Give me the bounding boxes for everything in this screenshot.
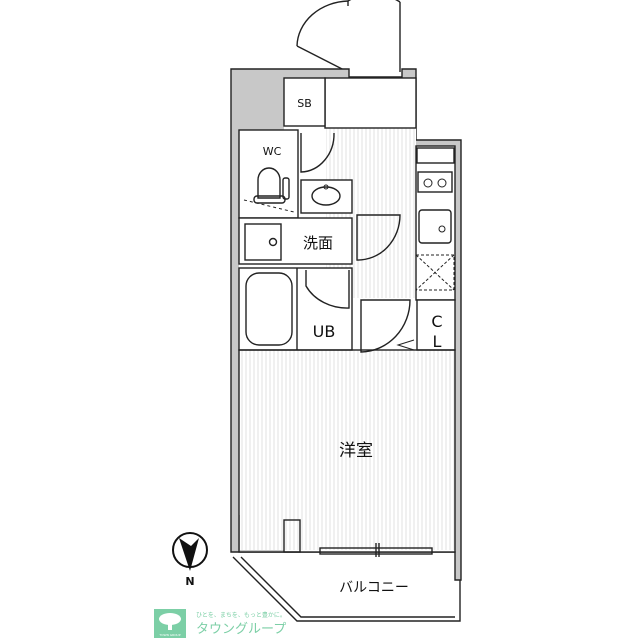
company-logo: TOWN GROUP ひとを、まちを、もっと豊かに。 タウングループ [154, 609, 286, 638]
closet: C L [396, 299, 456, 351]
stove-icon [417, 171, 453, 193]
tree-icon [159, 613, 181, 630]
logo-tagline: ひとを、まちを、もっと豊かに。 [196, 611, 286, 619]
entry [324, 77, 417, 129]
balcony-label: バルコニー [339, 580, 409, 596]
balcony-window [319, 543, 433, 557]
wc-label: WC [263, 145, 282, 158]
western-room: 洋室 [238, 349, 456, 557]
washroom: 洗面 [238, 214, 401, 265]
closet-l-label: L [433, 332, 442, 351]
sink-icon [418, 209, 452, 244]
bath-label: UB [313, 322, 336, 341]
unit-bath: UB [238, 267, 353, 351]
washroom-label: 洗面 [303, 234, 333, 252]
western-room-floor [240, 350, 455, 550]
shoe-box: SB [283, 77, 326, 127]
entrance-door [296, 0, 401, 73]
sb-label: SB [297, 97, 312, 110]
compass: N [172, 532, 208, 588]
wc-room: WC [238, 129, 335, 219]
closet-c-label: C [431, 312, 442, 331]
balcony: バルコニー [232, 556, 461, 622]
toilet-icon [243, 167, 295, 213]
room-door [360, 299, 411, 353]
logo-mark-text: TOWN GROUP [158, 633, 180, 637]
wash-basin [300, 179, 353, 214]
fridge-space [415, 254, 455, 291]
north-arrow-icon [179, 538, 199, 571]
compass-label: N [185, 575, 194, 588]
western-room-label: 洋室 [339, 441, 373, 461]
kitchen [415, 145, 456, 301]
logo-name: タウングループ [196, 622, 286, 637]
